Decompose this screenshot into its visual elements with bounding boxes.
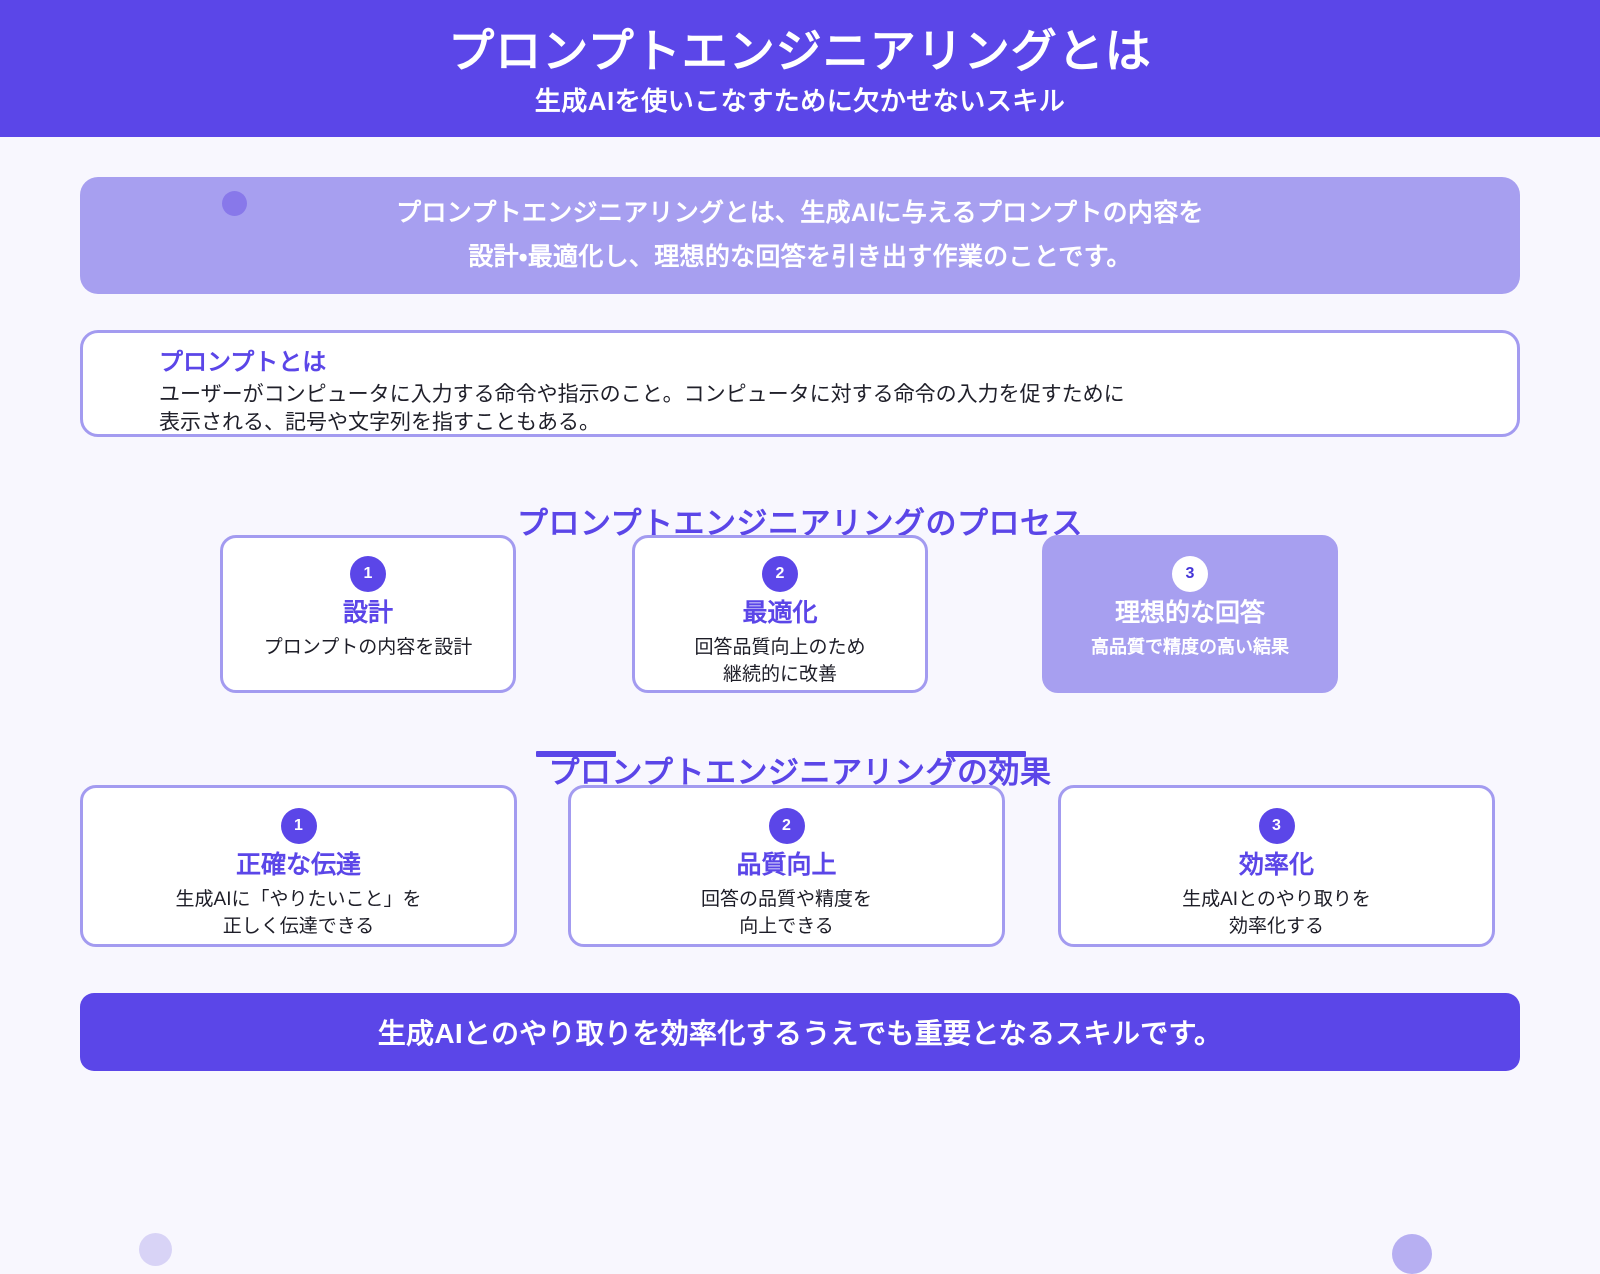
benefit-card-3[interactable]: 3 効率化 生成AIとのやり取りを 効率化する <box>1058 785 1495 947</box>
footer-banner: 生成AIとのやり取りを効率化するうえでも重要となるスキルです。 <box>80 993 1520 1071</box>
process-connector-1 <box>536 751 616 757</box>
intro-line-2: 設計・最適化し、理想的な回答を引き出す作業のことです。 <box>468 242 1132 271</box>
benefit-card-2[interactable]: 2 品質向上 回答の品質や精度を 向上できる <box>568 785 1005 947</box>
benefit-number-badge: 3 <box>1258 808 1295 844</box>
benefit-description-line-1: 生成AIに「やりたいこと」を <box>175 889 422 910</box>
page-header: プロンプトエンジニアリングとは 生成AIを使いこなすために欠かせないスキル <box>0 0 1600 137</box>
intro-banner: プロンプトエンジニアリングとは、生成AIに与えるプロンプトの内容を 設計・最適化… <box>80 177 1520 294</box>
benefit-description-line-2: 正しく伝達できる <box>222 915 375 937</box>
definition-body-line-1: ユーザーがコンピュータに入力する命令や指示のこと。コンピュータに対する命令の入力… <box>159 382 1125 406</box>
benefit-number-badge: 2 <box>768 808 805 844</box>
benefits-section-heading: プロンプトエンジニアリングの効果 <box>548 754 1052 790</box>
process-step-card-3[interactable]: 3 理想的な回答 高品質で精度の高い結果 <box>1042 535 1338 693</box>
benefit-number-badge: 1 <box>280 808 317 844</box>
benefit-title: 品質向上 <box>736 851 837 879</box>
benefit-description-line-2: 向上できる <box>739 915 834 937</box>
benefits-row: 1 正確な伝達 生成AIに「やりたいこと」を 正しく伝達できる 2 品質向上 回… <box>0 785 1600 949</box>
intro-line-1: プロンプトエンジニアリングとは、生成AIに与えるプロンプトの内容を <box>396 198 1204 227</box>
decorative-circle-right-icon <box>1392 1234 1432 1274</box>
page-title: プロンプトエンジニアリングとは <box>448 24 1152 77</box>
decorative-dot-icon <box>222 191 247 216</box>
step-description-line-1: 回答品質向上のため <box>694 637 866 658</box>
decorative-circle-left-icon <box>139 1233 172 1266</box>
step-title: 最適化 <box>742 599 818 627</box>
process-section-heading: プロンプトエンジニアリングのプロセス <box>516 505 1084 541</box>
benefit-description-line-1: 回答の品質や精度を <box>700 889 872 910</box>
benefit-title: 効率化 <box>1238 851 1314 879</box>
step-title: 設計 <box>342 599 393 627</box>
step-title: 理想的な回答 <box>1114 599 1265 627</box>
benefit-description-line-2: 効率化する <box>1228 915 1324 937</box>
step-number-badge: 2 <box>762 556 798 592</box>
benefit-title: 正確な伝達 <box>235 851 361 879</box>
page-subtitle: 生成AIを使いこなすために欠かせないスキル <box>534 85 1066 116</box>
footer-text: 生成AIとのやり取りを効率化するうえでも重要となるスキルです。 <box>377 1018 1223 1049</box>
process-step-card-2[interactable]: 2 最適化 回答品質向上のため 継続的に改善 <box>632 535 928 693</box>
process-step-card-1[interactable]: 1 設計 プロンプトの内容を設計 <box>220 535 516 693</box>
definition-card: プロンプトとは ユーザーがコンピュータに入力する命令や指示のこと。コンピュータに… <box>80 330 1520 437</box>
process-steps-row: 1 設計 プロンプトの内容を設計 2 最適化 回答品質向上のため 継続的に改善 … <box>0 535 1600 757</box>
step-description-line-2: 継続的に改善 <box>722 663 837 685</box>
process-connector-2 <box>946 751 1026 757</box>
step-number-badge: 3 <box>1172 556 1208 592</box>
benefit-description-line-1: 生成AIとのやり取りを <box>1182 889 1371 910</box>
step-number-badge: 1 <box>350 556 386 592</box>
definition-body-line-2: 表示される、記号や文字列を指すこともある。 <box>159 410 600 434</box>
benefit-card-1[interactable]: 1 正確な伝達 生成AIに「やりたいこと」を 正しく伝達できる <box>80 785 517 947</box>
step-description-line-1: 高品質で精度の高い結果 <box>1091 637 1289 657</box>
definition-title: プロンプトとは <box>159 349 327 376</box>
step-description-line-1: プロンプトの内容を設計 <box>263 637 473 658</box>
